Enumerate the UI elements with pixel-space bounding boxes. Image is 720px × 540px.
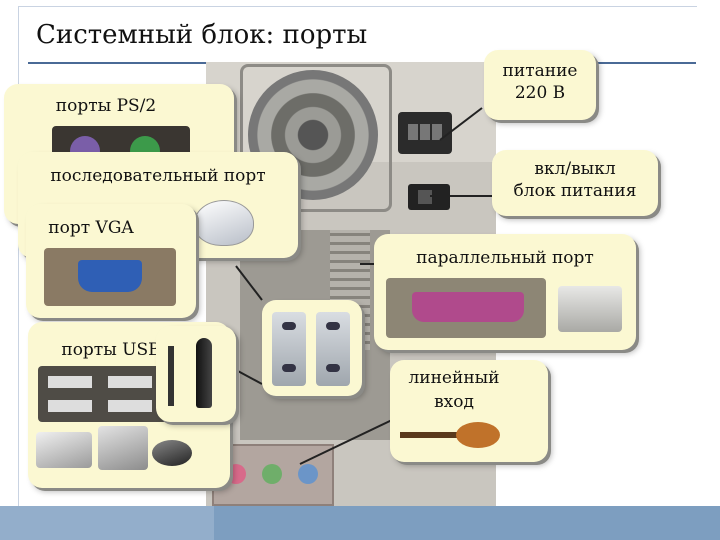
microphone-icon: [196, 338, 212, 408]
guitar-body: [456, 422, 500, 448]
callout-power-label: питание 220 В: [502, 61, 578, 103]
mouse-icon: [194, 200, 254, 246]
slide-frame: [18, 6, 697, 507]
usb-port: [48, 376, 92, 388]
audio-jacks: [212, 444, 334, 506]
usb-port: [48, 400, 92, 412]
bottom-accent-bar: [0, 506, 720, 540]
vga-port-image: [44, 248, 176, 306]
callout-switch: вкл/выкл блок питания: [492, 150, 658, 216]
callout-power: питание 220 В: [484, 50, 596, 120]
callout-vga-label: порт VGA: [48, 218, 134, 238]
scanner-icon: [36, 432, 92, 468]
callout-vga: порт VGA: [26, 204, 196, 318]
parallel-port: [412, 292, 524, 322]
callout-line-in-label: линейный вход: [408, 368, 500, 412]
callout-switch-label: вкл/выкл блок питания: [513, 159, 637, 201]
callout-speakers: [262, 300, 362, 396]
photo-printer-icon: [98, 426, 148, 470]
usb-port: [108, 400, 152, 412]
power-socket: [398, 112, 452, 154]
usb-ports-image: [38, 366, 168, 422]
usb-port: [108, 376, 152, 388]
slide-title: Системный блок: порты: [36, 20, 368, 50]
speakers-icon: [272, 312, 306, 386]
callout-ps2-label: порты PS/2: [55, 96, 157, 116]
callout-parallel-label: параллельный порт: [416, 248, 594, 268]
audio-jack-blue: [298, 464, 318, 484]
callout-microphone: [156, 326, 236, 422]
parallel-port-image: [386, 278, 546, 338]
fan-frame: [240, 64, 392, 212]
audio-jack-pink: [226, 464, 246, 484]
audio-jack-green: [262, 464, 282, 484]
callout-parallel: параллельный порт: [374, 234, 636, 350]
callout-usb-label: порты USB: [61, 340, 161, 360]
microphone-stand-icon: [168, 346, 174, 406]
guitar-icon: [400, 422, 500, 448]
mouse-icon: [152, 440, 192, 466]
callout-serial-label: последовательный порт: [50, 166, 266, 186]
bottom-accent-segment: [0, 506, 214, 540]
speakers-icon: [316, 312, 350, 386]
vga-port: [78, 260, 142, 292]
printer-icon: [558, 286, 622, 332]
callout-line-in: линейный вход: [390, 360, 548, 462]
guitar-neck: [400, 432, 460, 438]
